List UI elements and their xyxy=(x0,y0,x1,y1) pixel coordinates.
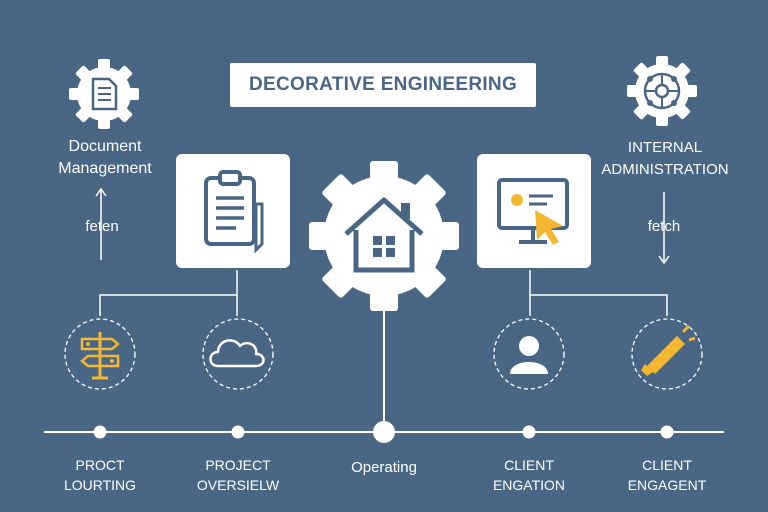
document-management-label: Document Management xyxy=(30,136,180,180)
monitor-cursor-icon xyxy=(497,178,569,245)
document-card xyxy=(176,154,290,268)
timeline-dot-1 xyxy=(93,425,107,439)
cloud-icon xyxy=(209,339,265,368)
title-banner: DECORATIVE ENGINEERING xyxy=(230,63,536,107)
node-megaphone-circle xyxy=(631,318,703,390)
document-gear-icon xyxy=(69,59,139,129)
right-card-connector xyxy=(529,270,668,316)
node-label-2: PROJECT OVERSIELW xyxy=(196,457,280,493)
node-user-circle xyxy=(493,318,565,390)
timeline-dot-center xyxy=(373,421,395,443)
internal-administration-line2: ADMINISTRATION xyxy=(601,161,729,178)
timeline-dot-4 xyxy=(522,425,536,439)
route-sign-icon xyxy=(80,332,120,380)
node-label-1: PROCT LOURTING xyxy=(63,457,137,493)
up-arrow-icon xyxy=(95,187,107,260)
node-label-5: CLIENT ENGAGENT xyxy=(627,457,707,493)
network-gear-icon xyxy=(627,56,697,126)
clipboard-icon xyxy=(204,170,264,254)
node-label-4: CLIENT ENGATION xyxy=(492,457,566,493)
down-arrow-icon xyxy=(658,192,670,265)
internal-administration-label: INTERNAL ADMINISTRATION xyxy=(590,137,740,181)
node-label-3: Operating xyxy=(351,459,417,476)
node-cloud-circle xyxy=(202,318,274,390)
megaphone-icon xyxy=(641,324,696,376)
document-management-line2: Management xyxy=(58,160,152,177)
user-icon xyxy=(510,336,548,374)
node-route-circle xyxy=(64,318,136,390)
house-gear-icon xyxy=(309,161,459,311)
document-management-line1: Document xyxy=(68,138,142,155)
left-card-connector xyxy=(99,270,238,316)
timeline-dot-2 xyxy=(231,425,245,439)
internal-administration-line1: INTERNAL xyxy=(627,139,703,156)
left-action-label: feten xyxy=(85,218,119,235)
timeline-dot-5 xyxy=(660,425,674,439)
diagram-title: DECORATIVE ENGINEERING xyxy=(248,74,518,95)
right-action-label: fetch xyxy=(647,218,681,235)
monitor-card xyxy=(477,154,591,268)
